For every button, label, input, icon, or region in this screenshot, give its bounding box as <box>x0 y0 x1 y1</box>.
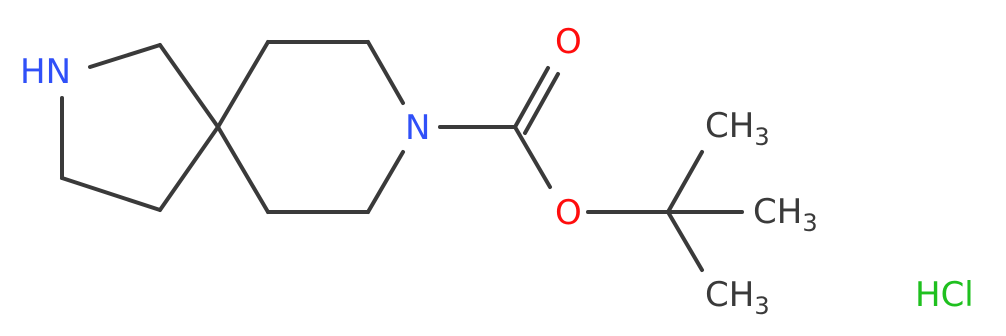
carbonyl-oxygen-label: O <box>555 22 582 62</box>
ester-oxygen-label: O <box>555 193 582 233</box>
methyl-mid-label: CH3 <box>753 192 818 237</box>
bond <box>366 40 405 105</box>
bond <box>513 66 550 129</box>
bond <box>158 43 220 129</box>
bond <box>216 125 270 214</box>
methyl-top-label: CH3 <box>705 106 770 151</box>
bond <box>523 72 560 135</box>
bond <box>88 43 162 69</box>
nitrogen-label: N <box>405 108 430 148</box>
bond <box>366 150 405 214</box>
bond <box>666 210 704 272</box>
bond <box>158 125 220 212</box>
bond <box>216 40 270 129</box>
bond <box>666 150 704 214</box>
nh-label: HN <box>20 52 71 92</box>
hcl-salt-label: HCl <box>915 275 974 315</box>
bond <box>513 125 552 189</box>
bond <box>60 176 162 212</box>
methyl-bottom-label: CH3 <box>705 275 770 320</box>
